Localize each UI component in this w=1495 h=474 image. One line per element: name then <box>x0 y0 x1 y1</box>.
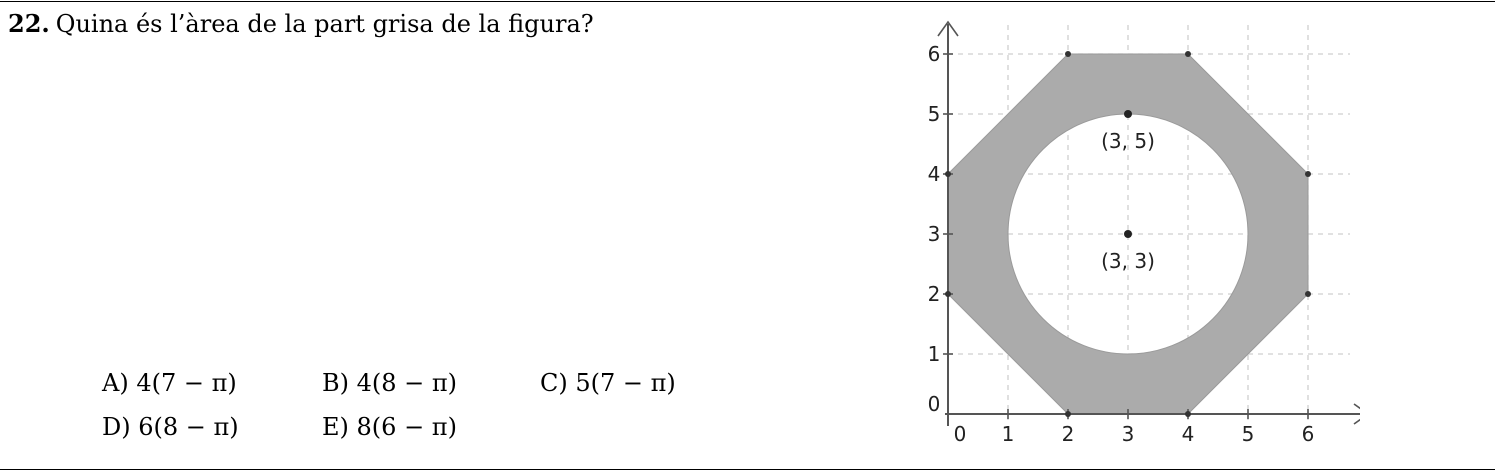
top-rule <box>0 1 1495 2</box>
x-tick-label: 4 <box>1182 422 1195 446</box>
answer-e-label: E) <box>322 413 349 441</box>
vertex-point <box>1305 171 1311 177</box>
answer-a-value: 4(7 − π) <box>136 369 237 397</box>
y-axis-arrow <box>937 20 959 37</box>
labeled-point <box>1124 110 1132 118</box>
question: 22.Quina és l’àrea de la part grisa de l… <box>8 9 594 38</box>
figure: 0 1 2 3 4 5 6 0 1 2 3 4 5 6 (3, 5) (3, 3) <box>910 12 1360 452</box>
y-tick-label: 5 <box>928 102 941 126</box>
vertex-point <box>1185 51 1191 57</box>
answer-a: A) 4(7 − π) <box>102 369 237 397</box>
x-tick-label: 5 <box>1242 422 1255 446</box>
vertex-point <box>1065 411 1071 417</box>
question-text: Quina és l’àrea de la part grisa de la f… <box>55 10 594 38</box>
point-label: (3, 5) <box>1101 129 1155 153</box>
bottom-rule <box>0 469 1495 470</box>
y-tick-label: 1 <box>928 342 941 366</box>
answer-c-value: 5(7 − π) <box>575 369 676 397</box>
octagon-circle-diagram: 0 1 2 3 4 5 6 0 1 2 3 4 5 6 (3, 5) (3, 3) <box>928 20 1360 446</box>
x-tick-label: 6 <box>1302 422 1315 446</box>
vertex-point <box>945 171 951 177</box>
y-tick-label: 2 <box>928 282 941 306</box>
answer-d-label: D) <box>102 413 131 441</box>
x-tick-label: 0 <box>954 422 967 446</box>
point-label: (3, 3) <box>1101 249 1155 273</box>
vertex-point <box>1185 411 1191 417</box>
answer-b-label: B) <box>322 369 349 397</box>
answer-b-value: 4(8 − π) <box>356 369 458 397</box>
vertex-point <box>1065 51 1071 57</box>
answer-c: C) 5(7 − π) <box>540 369 676 397</box>
question-number: 22. <box>8 9 50 38</box>
x-tick-label: 2 <box>1062 422 1075 446</box>
y-tick-label: 0 <box>928 392 941 416</box>
answer-e-value: 8(6 − π) <box>356 413 457 441</box>
answer-d-value: 6(8 − π) <box>138 413 239 441</box>
y-tick-label: 4 <box>928 162 941 186</box>
answer-b: B) 4(8 − π) <box>322 369 457 397</box>
vertex-point <box>945 291 951 297</box>
labeled-point <box>1124 230 1132 238</box>
y-tick-label: 3 <box>928 222 941 246</box>
y-tick-label: 6 <box>928 42 941 66</box>
answer-d: D) 6(8 − π) <box>102 413 239 441</box>
vertex-point <box>1305 291 1311 297</box>
answer-c-label: C) <box>540 369 568 397</box>
x-tick-label: 1 <box>1002 422 1015 446</box>
x-axis-arrow <box>1353 403 1360 425</box>
answer-a-label: A) <box>102 369 129 397</box>
x-tick-label: 3 <box>1122 422 1135 446</box>
answer-e: E) 8(6 − π) <box>322 413 457 441</box>
